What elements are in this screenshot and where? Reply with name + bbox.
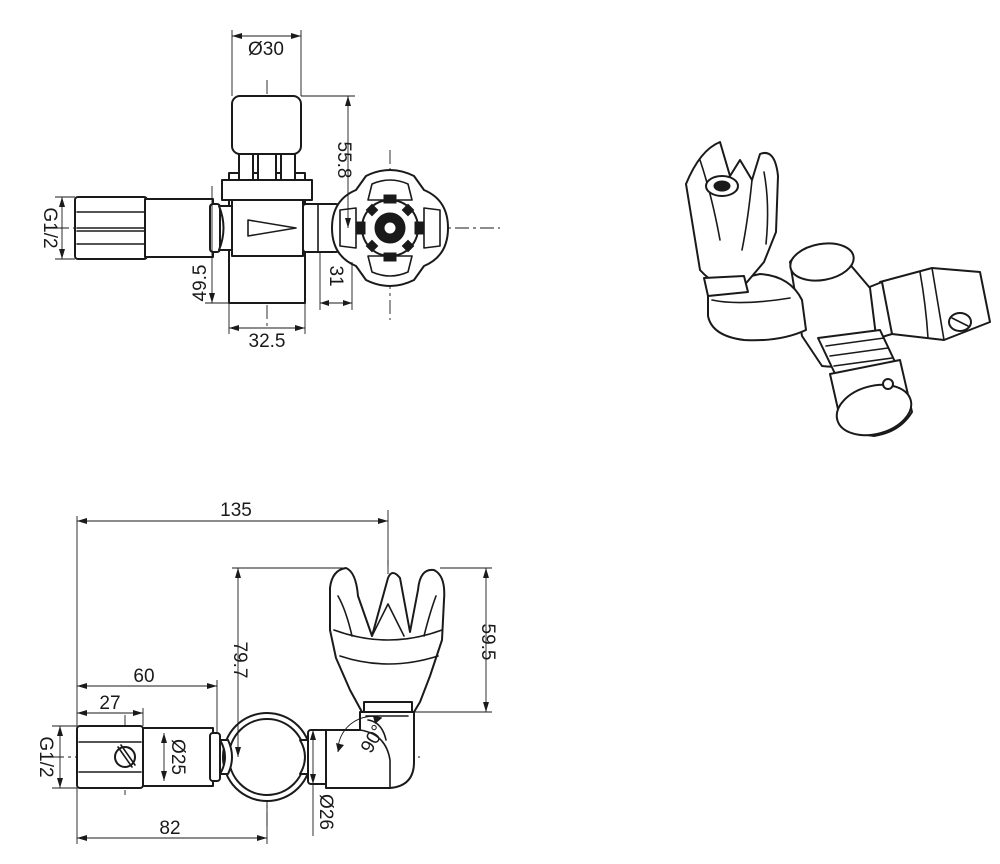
dim-length-82: 82 [159, 818, 180, 839]
side-view: 135 60 27 82 79.7 59.5 G1/2 Ø25 Ø26 90° [35, 500, 498, 844]
star-knob [331, 169, 449, 287]
dim-height-59-5: 59.5 [477, 624, 498, 661]
dim-thread-top: G1/2 [39, 207, 60, 248]
dim-body-width: 32.5 [249, 331, 286, 352]
dim-dia-26: Ø26 [315, 794, 336, 830]
side-elbow [307, 711, 415, 789]
dim-height-cap: 55.8 [333, 142, 354, 179]
dim-length-60: 60 [133, 666, 154, 687]
dim-height-lower: 49.5 [190, 265, 211, 302]
dim-dia-cap: Ø30 [248, 39, 284, 60]
side-valve-body [219, 712, 313, 802]
top-view-dimensions [55, 30, 355, 334]
cap [231, 95, 302, 181]
side-view-dimensions [52, 510, 492, 844]
isometric-view [685, 141, 991, 437]
dim-dia-25: Ø25 [167, 739, 188, 775]
dim-overall-length: 135 [220, 500, 252, 521]
outlet-pipe [302, 203, 340, 253]
side-cup [329, 567, 446, 713]
dim-thread-side: G1/2 [35, 736, 56, 777]
dim-knob-offset: 31 [325, 265, 346, 286]
top-view: Ø30 55.8 G1/2 49.5 32.5 31 [39, 30, 500, 352]
valve-body [218, 172, 313, 304]
dim-height-79-7: 79.7 [229, 642, 250, 679]
hex-inlet-nut [74, 196, 221, 260]
dim-length-27: 27 [99, 693, 120, 714]
side-hex-nut [76, 725, 221, 789]
